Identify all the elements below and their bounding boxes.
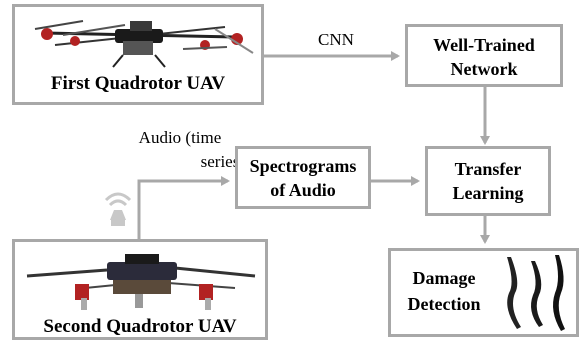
audio-label-line2: series): [200, 152, 245, 171]
quadrotor-drone-photo: [34, 20, 254, 68]
well-trained-line2: Network: [450, 59, 518, 79]
second-uav-box: Second Quadrotor UAV: [12, 239, 268, 340]
microphone-icon: [104, 192, 132, 226]
spectrograms-box: Spectrograms of Audio: [235, 146, 371, 209]
damage-line2: Detection: [407, 294, 481, 314]
well-trained-network-box: Well-Trained Network: [405, 24, 563, 87]
damage-line1: Damage: [412, 268, 476, 288]
audio-label-line1: Audio (time: [138, 128, 222, 147]
spectrograms-line2: of Audio: [270, 180, 336, 200]
cnn-label: CNN: [318, 30, 354, 49]
first-uav-box: First Quadrotor UAV: [12, 4, 264, 105]
first-uav-label: First Quadrotor UAV: [50, 73, 226, 94]
arrow-audio: [137, 176, 230, 240]
spectrograms-line1: Spectrograms: [249, 156, 357, 176]
quadrotor-drone-photo: [26, 254, 256, 310]
transfer-learning-box: Transfer Learning: [425, 146, 551, 216]
damaged-propellers-photo: [507, 255, 565, 331]
damage-detection-box: Damage Detection: [388, 248, 579, 337]
transfer-line1: Transfer: [454, 159, 522, 179]
well-trained-line1: Well-Trained: [433, 35, 535, 55]
second-uav-label: Second Quadrotor UAV: [43, 316, 237, 337]
transfer-line2: Learning: [452, 183, 524, 203]
